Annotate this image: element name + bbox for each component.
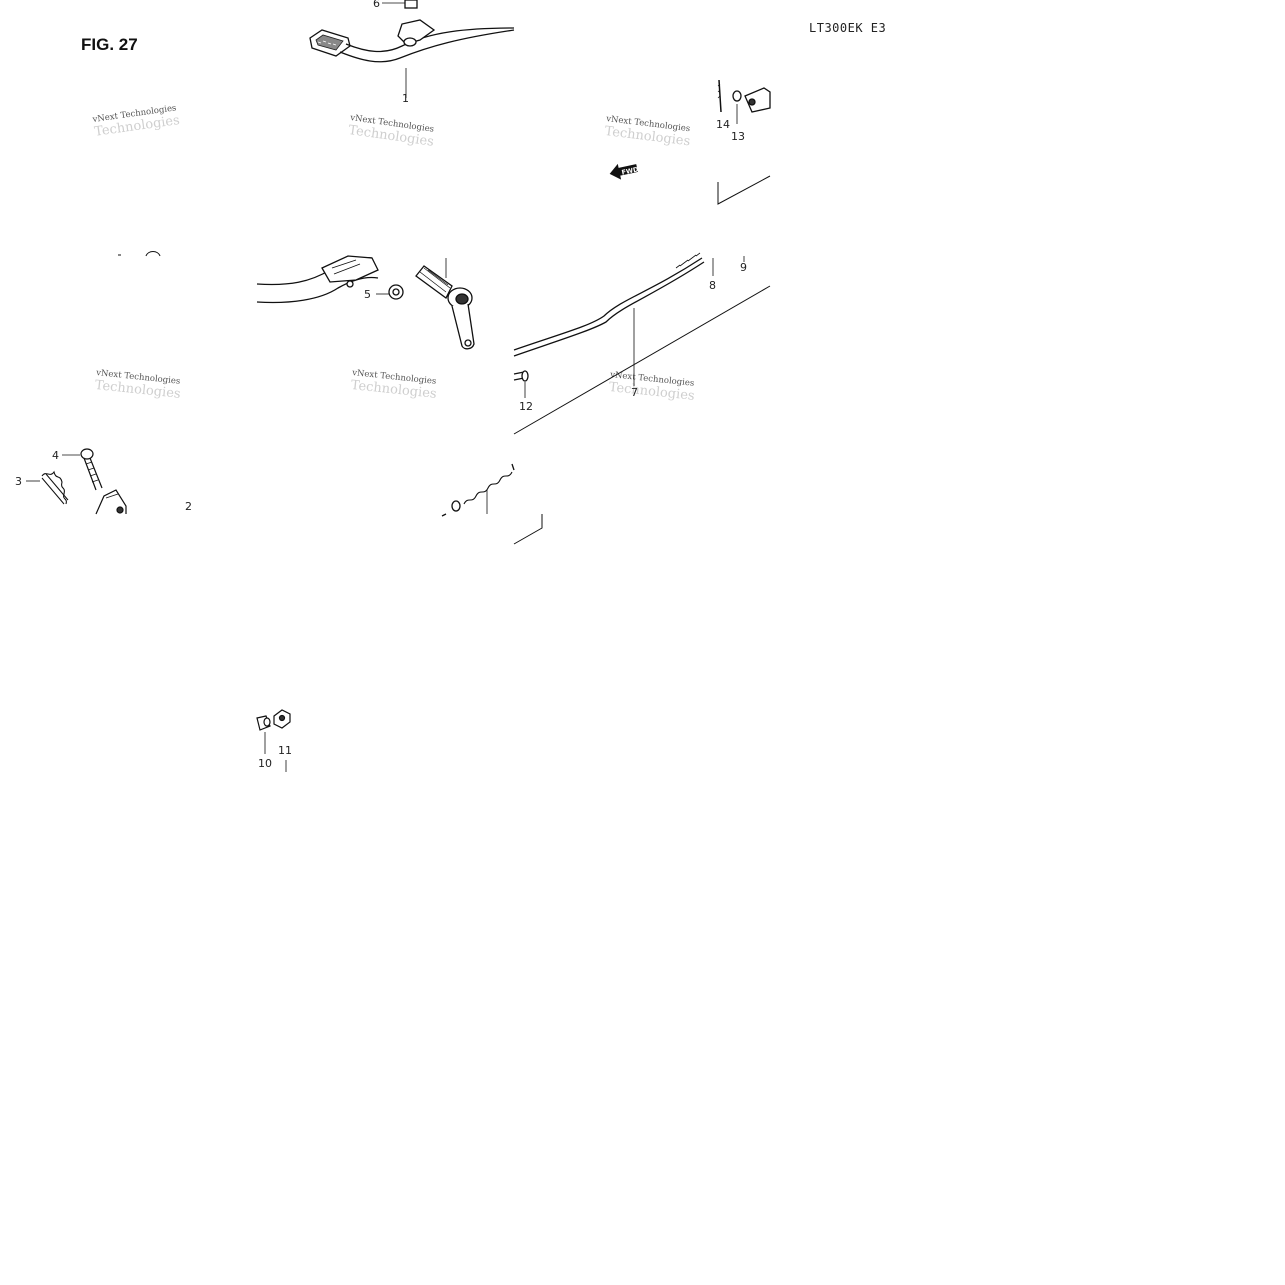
shaft-splines xyxy=(419,267,451,293)
brake-rod-lower xyxy=(513,261,705,357)
callout-3: 3 xyxy=(15,475,22,488)
clevis-joint xyxy=(744,87,771,113)
brake-arm-hole xyxy=(464,339,472,347)
shaft-boss-hatch xyxy=(331,259,361,275)
callout-10: 10 xyxy=(258,757,272,770)
spring-3-outline xyxy=(41,473,69,505)
bolt-4-head xyxy=(80,448,94,460)
bracket-edge xyxy=(105,493,119,499)
watermark-fragment: Technologies vNext Technologies xyxy=(343,627,437,660)
fwd-arrow-icon: FWD xyxy=(609,163,640,180)
nut-washer-assembly xyxy=(256,709,291,772)
washer-13 xyxy=(732,90,742,102)
watermark-tile: Technologies vNext Technologies xyxy=(608,370,695,404)
watermark-fragment: Technologies vNext Technologies xyxy=(600,627,694,660)
callout-11: 11 xyxy=(278,744,292,757)
nut-11-hole xyxy=(278,714,286,722)
watermark-tile: Technologies vNext Technologies xyxy=(347,113,434,150)
spring-end xyxy=(441,513,447,517)
figure-title: FIG. 27 xyxy=(81,35,138,54)
washer-10-hole xyxy=(263,717,271,727)
bolt-6-head xyxy=(404,0,418,9)
spring-hook xyxy=(511,463,515,471)
callout-6: 6 xyxy=(373,0,380,10)
rod-thread xyxy=(675,252,701,269)
callout-2: 2 xyxy=(185,500,192,513)
shaft-boss xyxy=(321,255,379,283)
callout-4: 4 xyxy=(52,449,59,462)
watermark-front-text: vNext Technologies xyxy=(96,626,182,643)
brake-pedal-top xyxy=(309,0,515,98)
fwd-arrow-shape xyxy=(609,163,638,180)
splined-shaft xyxy=(415,265,453,299)
watermark-tile: Technologies vNext Technologies xyxy=(94,368,181,402)
callout-14: 14 xyxy=(716,118,730,131)
watermark-back-text: Technologies xyxy=(87,635,174,657)
frame-corner-bottom xyxy=(513,514,543,545)
spring-washer xyxy=(451,500,461,512)
callout-9: 9 xyxy=(740,261,747,274)
frame-corner-top xyxy=(717,175,771,205)
cotter-pin xyxy=(346,280,354,288)
brake-pedal-shaft xyxy=(256,255,475,350)
watermark-tile: Technologies vNext Technologies xyxy=(604,114,691,149)
callout-1: 1 xyxy=(402,92,409,105)
callout-13: 13 xyxy=(731,130,745,143)
watermark-fragment: Technologies vNext Technologies xyxy=(87,625,181,658)
model-code: LT300EK E3 xyxy=(809,21,887,35)
callout-8: 8 xyxy=(709,279,716,292)
callout-5: 5 xyxy=(364,288,371,301)
pedal-arm-lower xyxy=(339,29,515,63)
pedal-pad-ribs xyxy=(317,40,337,46)
shaft-collar-bore xyxy=(455,293,469,305)
bolt-4-shank xyxy=(83,457,103,491)
nut-5-hole xyxy=(392,288,400,296)
watermark-front-text: vNext Technologies xyxy=(352,628,438,645)
bolt-4-thread xyxy=(85,461,99,483)
bracket-hole xyxy=(116,506,124,514)
clipped-fragment xyxy=(118,251,161,257)
watermark-front-text: vNext Technologies xyxy=(609,628,695,645)
brake-arm-lever xyxy=(451,303,475,350)
pedal-arm-mid-lower xyxy=(256,276,379,304)
watermark-tile: Technologies vNext Technologies xyxy=(350,368,437,402)
watermark-back-text: Technologies xyxy=(600,637,687,659)
watermark-tile: Technologies vNext Technologies xyxy=(91,103,181,140)
pedal-pivot-hole xyxy=(403,37,417,47)
cotter-pin-14-detail xyxy=(717,83,721,99)
brake-rod-assembly xyxy=(441,79,771,545)
fragment-arc xyxy=(145,251,161,257)
brake-rod-upper xyxy=(513,257,703,351)
callout-12: 12 xyxy=(519,400,533,413)
watermark-back-text: Technologies xyxy=(343,637,430,659)
return-spring-assembly xyxy=(26,448,127,515)
fwd-arrow-label: FWD xyxy=(621,165,640,176)
spring-3 xyxy=(41,470,67,505)
clevis-pin-head xyxy=(521,370,529,382)
pedal-pad-tread xyxy=(315,34,344,51)
return-spring xyxy=(463,471,513,505)
clevis-joint-hole xyxy=(748,98,756,106)
callout-7: 7 xyxy=(631,386,638,399)
frame-line xyxy=(513,285,771,435)
